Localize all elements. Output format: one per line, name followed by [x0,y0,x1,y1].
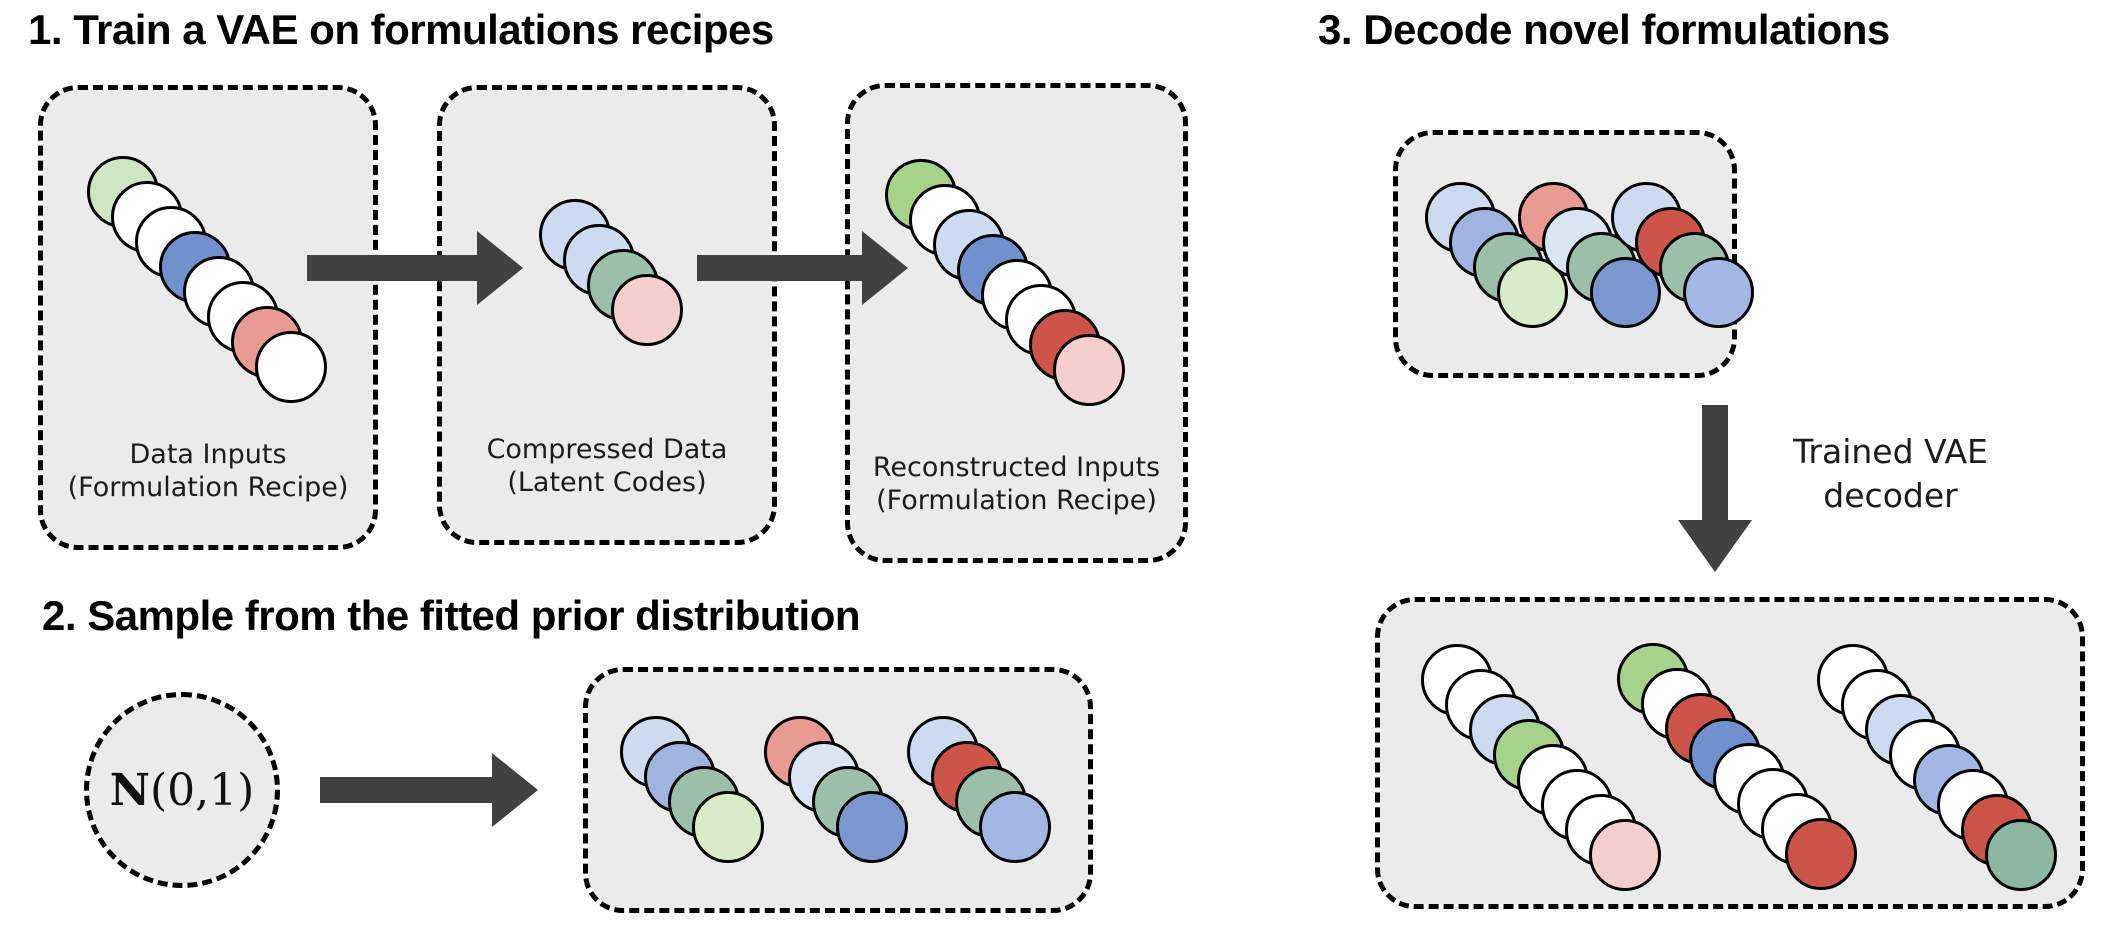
compressed-data-box: Compressed Data (Latent Codes) [437,85,777,545]
sampled-latents-box [583,667,1093,913]
step3-title: 3. Decode novel formulations [1318,6,1890,53]
caption-line: Reconstructed Inputs [872,452,1161,484]
data-inputs-caption: Data Inputs (Formulation Recipe) [43,439,373,505]
novel-latents-box [1393,130,1737,378]
step1-title: 1. Train a VAE on formulations recipes [28,6,774,53]
caption-line: (Latent Codes) [507,467,707,499]
reconstructed-inputs-caption: Reconstructed Inputs (Formulation Recipe… [850,452,1183,518]
decoder-label-line: decoder [1823,475,1958,515]
reconstructed-inputs-box: Reconstructed Inputs (Formulation Recipe… [845,83,1188,563]
step2-title: 2. Sample from the fitted prior distribu… [42,592,861,639]
caption-line: Compressed Data [486,434,728,466]
compressed-data-caption: Compressed Data (Latent Codes) [442,434,772,500]
prior-distribution-circle: N(0,1) [84,692,280,888]
caption-line: Data Inputs [129,439,287,471]
trained-vae-decoder-label: Trained VAE decoder [1768,430,2013,517]
decoder-label-line: Trained VAE [1793,432,1988,471]
caption-line: (Formulation Recipe) [876,485,1157,517]
data-inputs-box: Data Inputs (Formulation Recipe) [38,85,378,550]
prior-label-params: (0,1) [149,764,255,816]
decoded-formulations-box [1375,597,2085,909]
caption-line: (Formulation Recipe) [67,472,349,504]
prior-label-n: N [109,764,150,816]
